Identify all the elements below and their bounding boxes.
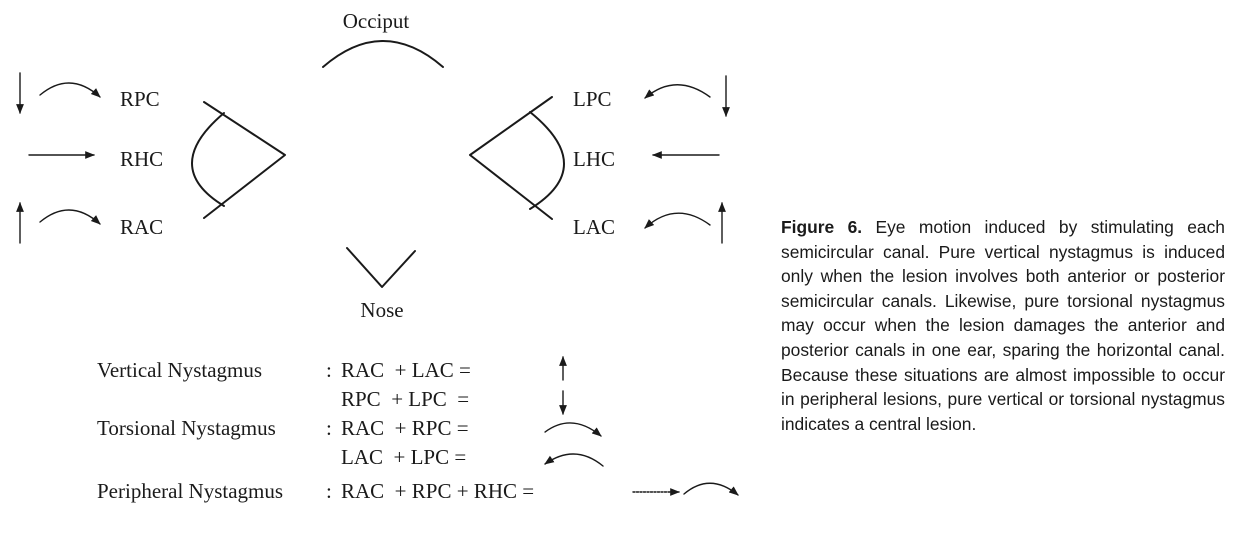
equation-row: Vertical Nystagmus : RAC + LAC = — [97, 356, 567, 382]
equation-separator: : — [326, 479, 332, 503]
figure-number: Figure 6. — [781, 217, 863, 237]
occiput-label: Occiput — [343, 9, 410, 33]
equation-row: Torsional Nystagmus : RAC + RPC = — [97, 416, 602, 440]
rpc-label: RPC — [120, 87, 160, 111]
left-ear-shape — [469, 96, 565, 220]
equation-separator: : — [326, 358, 332, 382]
equation-label: Peripheral Nystagmus — [97, 479, 283, 503]
equation-formula: RPC + LPC = — [341, 387, 469, 411]
lpc-label: LPC — [573, 87, 612, 111]
rhc-label: RHC — [120, 147, 163, 171]
figure-caption: Figure 6. Eye motion induced by stimulat… — [781, 215, 1225, 436]
lac-label: LAC — [573, 215, 615, 239]
rac-torsion-arc-icon — [39, 209, 101, 225]
equation-formula: RAC + LAC = — [341, 358, 471, 382]
nose-label: Nose — [360, 298, 403, 322]
equation-row: LAC + LPC = — [341, 445, 604, 469]
clockwise-arc-arrow-icon — [544, 422, 602, 437]
rpc-torsion-arc-icon — [39, 82, 101, 98]
equation-row: RPC + LPC = — [341, 387, 567, 415]
lpc-torsion-arc-icon — [644, 84, 711, 99]
equation-label: Torsional Nystagmus — [97, 416, 276, 440]
lhc-label: LHC — [573, 147, 615, 171]
equation-formula: RAC + RPC + RHC = — [341, 479, 534, 503]
equation-formula: LAC + LPC = — [341, 445, 466, 469]
equation-label: Vertical Nystagmus — [97, 358, 262, 382]
caption-text: Eye motion induced by stimulating each s… — [781, 217, 1225, 434]
semicircular-canal-diagram: Occiput Nose RPC RHC RAC LPC LHC LAC — [16, 9, 739, 503]
lac-torsion-arc-icon — [644, 212, 711, 229]
equation-row: Peripheral Nystagmus : RAC + RPC + RHC = — [97, 479, 739, 503]
equation-separator: : — [326, 416, 332, 440]
occiput-arc — [322, 40, 444, 68]
combined-arrow-arc-icon — [632, 482, 739, 496]
nose-shape — [346, 247, 416, 288]
rac-label: RAC — [120, 215, 163, 239]
right-ear-shape — [191, 101, 286, 219]
counterclockwise-arc-arrow-icon — [544, 453, 604, 467]
equation-formula: RAC + RPC = — [341, 416, 469, 440]
